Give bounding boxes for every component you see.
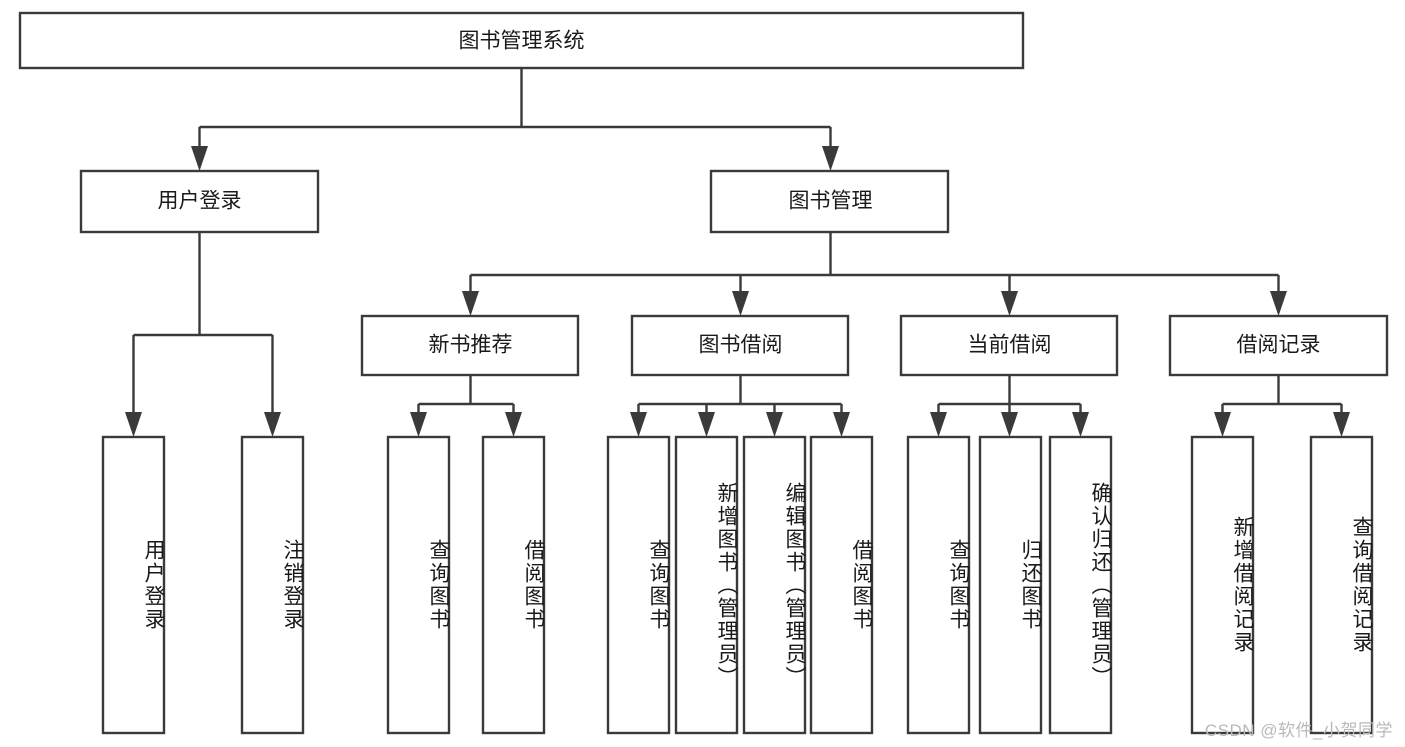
arrow-head-leaf-add-book <box>698 412 715 437</box>
arrow-head-leaf-logout <box>264 412 281 437</box>
arrow-head-user-login <box>191 146 208 171</box>
leaf-box-edit-book[interactable] <box>742 435 807 735</box>
arrow-head-current-borrow <box>1001 291 1018 316</box>
leaf-box-add-record[interactable] <box>1190 435 1255 735</box>
node-root[interactable]: 图书管理系统 <box>18 11 1025 70</box>
node-book-borrow[interactable]: 图书借阅 <box>630 314 850 377</box>
arrow-head-new-book-recommend <box>462 291 479 316</box>
node-user-login[interactable]: 用户登录 <box>79 169 320 234</box>
node-root-label: 图书管理系统 <box>459 30 585 53</box>
arrow-head-leaf-query-books-2 <box>630 412 647 437</box>
node-new-book-recommend[interactable]: 新书推荐 <box>360 314 580 377</box>
leaf-box-borrow-books-2[interactable] <box>809 435 874 735</box>
connector-group-book-borrow <box>630 375 850 437</box>
leaf-box-query-books-3[interactable] <box>906 435 971 735</box>
arrow-head-leaf-return-book <box>1001 412 1018 437</box>
leaf-boxes <box>101 435 1374 735</box>
connector-group-root <box>191 68 839 171</box>
leaf-box-return-book[interactable] <box>978 435 1043 735</box>
node-book-borrow-label: 图书借阅 <box>699 334 783 357</box>
arrow-head-leaf-borrow-books-1 <box>505 412 522 437</box>
node-current-borrow-label: 当前借阅 <box>968 334 1052 357</box>
arrow-head-leaf-confirm-return <box>1072 412 1089 437</box>
leaf-box-add-book[interactable] <box>674 435 739 735</box>
arrow-head-leaf-borrow-books-2 <box>833 412 850 437</box>
node-book-management-label: 图书管理 <box>789 190 873 213</box>
arrow-head-leaf-query-books-3 <box>930 412 947 437</box>
node-new-book-recommend-label: 新书推荐 <box>429 334 513 357</box>
leaf-box-confirm-return[interactable] <box>1048 435 1113 735</box>
node-book-borrow-box[interactable] <box>630 314 850 377</box>
node-book-management-box[interactable] <box>709 169 950 234</box>
arrow-head-leaf-user-login <box>125 412 142 437</box>
node-borrow-record-box[interactable] <box>1168 314 1389 377</box>
leaf-box-query-books-1[interactable] <box>386 435 451 735</box>
arrow-head-book-borrow <box>732 291 749 316</box>
arrow-head-leaf-query-record <box>1333 412 1350 437</box>
node-root-box[interactable] <box>18 11 1025 70</box>
arrow-head-borrow-record <box>1270 291 1287 316</box>
node-new-book-recommend-box[interactable] <box>360 314 580 377</box>
leaf-box-borrow-books-1[interactable] <box>481 435 546 735</box>
leaf-box-query-record[interactable] <box>1309 435 1374 735</box>
node-user-login-label: 用户登录 <box>158 190 242 213</box>
leaf-box-logout[interactable] <box>240 435 305 735</box>
arrow-head-leaf-edit-book <box>766 412 783 437</box>
arrow-head-book-management <box>822 146 839 171</box>
arrow-head-leaf-query-books-1 <box>410 412 427 437</box>
watermark-text: CSDN @软件_小贺同学 <box>1204 721 1393 740</box>
node-user-login-box[interactable] <box>79 169 320 234</box>
arrow-head-leaf-add-record <box>1214 412 1231 437</box>
node-book-management[interactable]: 图书管理 <box>709 169 950 234</box>
leaf-box-user-login[interactable] <box>101 435 166 735</box>
connector-group-book-management <box>462 232 1287 316</box>
connector-group-current-borrow <box>930 375 1089 437</box>
node-borrow-record-label: 借阅记录 <box>1237 334 1321 357</box>
node-borrow-record[interactable]: 借阅记录 <box>1168 314 1389 377</box>
node-current-borrow-box[interactable] <box>899 314 1119 377</box>
connector-group-new-book-recommend <box>410 375 522 437</box>
node-current-borrow[interactable]: 当前借阅 <box>899 314 1119 377</box>
connector-group-user-login <box>125 232 281 437</box>
connector-group-borrow-record <box>1214 375 1350 437</box>
leaf-box-query-books-2[interactable] <box>606 435 671 735</box>
